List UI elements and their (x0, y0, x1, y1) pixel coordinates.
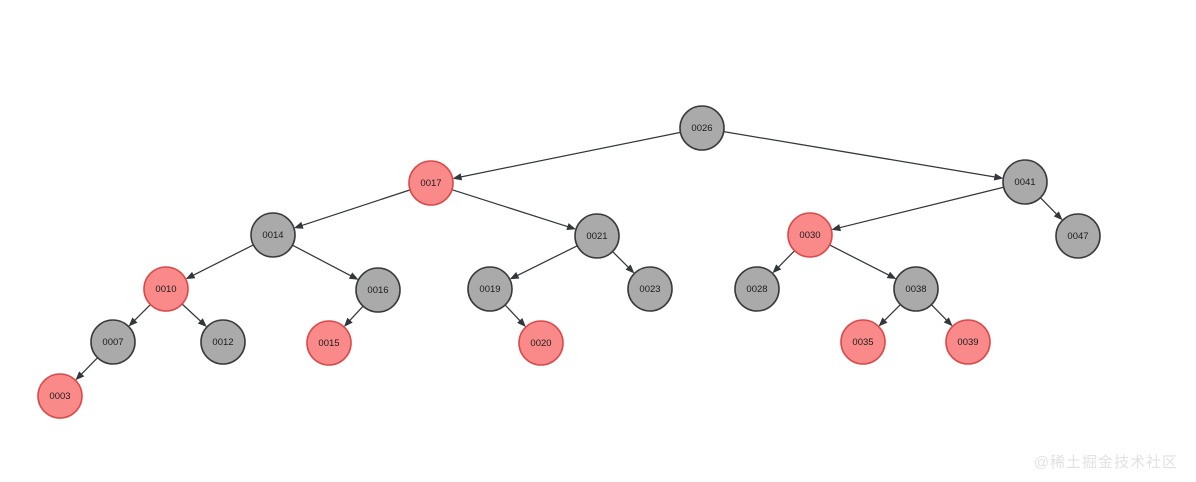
edge-arrowhead (185, 271, 196, 280)
edge-arrowhead (831, 224, 841, 232)
edges-layer (75, 131, 1063, 381)
tree-edge (451, 189, 570, 228)
tree-node[interactable]: 0026 (679, 105, 725, 151)
tree-edge (930, 304, 949, 322)
tree-node[interactable]: 0007 (90, 319, 136, 365)
tree-edge (181, 303, 203, 323)
tree-node[interactable]: 0010 (143, 266, 189, 312)
node-circle[interactable] (893, 266, 939, 312)
node-circle[interactable] (90, 319, 136, 365)
tree-node[interactable]: 0047 (1055, 213, 1101, 259)
tree-edge (776, 250, 796, 269)
tree-node[interactable]: 0041 (1002, 159, 1048, 205)
tree-edge (300, 189, 411, 227)
tree-node[interactable]: 0016 (355, 267, 401, 313)
tree-node[interactable]: 0039 (945, 319, 991, 365)
tree-node[interactable]: 0028 (734, 266, 780, 312)
tree-edge (133, 304, 151, 322)
edge-arrowhead (878, 317, 888, 327)
tree-node[interactable]: 0017 (408, 160, 454, 206)
node-circle[interactable] (200, 319, 246, 365)
edge-arrowhead (886, 271, 897, 280)
tree-edge (459, 131, 681, 178)
tree-node[interactable]: 0014 (250, 212, 296, 258)
watermark-text: @稀土掘金技术社区 (1033, 454, 1178, 471)
tree-edge (838, 186, 1004, 229)
tree-edge (504, 304, 522, 323)
tree-node[interactable]: 0003 (37, 373, 83, 419)
edge-arrowhead (348, 272, 359, 280)
node-circle[interactable] (355, 267, 401, 313)
node-circle[interactable] (408, 160, 454, 206)
tree-node[interactable]: 0015 (306, 320, 352, 366)
edge-arrowhead (993, 173, 1004, 181)
tree-node[interactable]: 0012 (200, 319, 246, 365)
node-circle[interactable] (787, 212, 833, 258)
node-circle[interactable] (306, 320, 352, 366)
tree-edge (883, 304, 901, 322)
tree-node[interactable]: 0021 (574, 213, 620, 259)
tree-edge (829, 244, 891, 277)
edge-arrowhead (517, 317, 526, 328)
edge-arrowhead (128, 317, 138, 327)
edge-arrowhead (772, 264, 782, 274)
tree-node[interactable]: 0038 (893, 266, 939, 312)
edge-arrowhead (197, 318, 207, 328)
edge-arrowhead (452, 173, 463, 181)
node-circle[interactable] (1002, 159, 1048, 205)
tree-node[interactable]: 0019 (467, 266, 513, 312)
tree-edge (1039, 197, 1059, 216)
tree-node[interactable]: 0023 (627, 266, 673, 312)
edge-arrowhead (509, 272, 520, 280)
edge-arrowhead (625, 264, 635, 274)
node-circle[interactable] (518, 320, 564, 366)
edge-arrowhead (343, 317, 353, 327)
tree-edge (515, 245, 578, 277)
tree-edge (612, 251, 630, 269)
edge-arrowhead (75, 371, 85, 381)
tree-node[interactable]: 0035 (840, 319, 886, 365)
tree-edge (79, 357, 99, 376)
node-circle[interactable] (574, 213, 620, 259)
tree-edge (191, 244, 254, 277)
node-circle[interactable] (945, 319, 991, 365)
tree-edge (723, 131, 997, 178)
node-circle[interactable] (467, 266, 513, 312)
edge-arrowhead (293, 221, 304, 229)
edge-arrowhead (1053, 211, 1063, 221)
node-circle[interactable] (627, 266, 673, 312)
nodes-layer: 0026 0017 0041 0014 0021 0030 0047 0010 0016 0019… (37, 105, 1101, 419)
node-circle[interactable] (1055, 213, 1101, 259)
tree-node[interactable]: 0020 (518, 320, 564, 366)
edge-arrowhead (943, 317, 953, 327)
tree-node[interactable]: 0030 (787, 212, 833, 258)
tree-edge (348, 305, 364, 323)
node-circle[interactable] (37, 373, 83, 419)
tree-edge (292, 244, 353, 278)
node-circle[interactable] (250, 212, 296, 258)
edge-arrowhead (566, 223, 577, 231)
node-circle[interactable] (143, 266, 189, 312)
node-circle[interactable] (679, 105, 725, 151)
node-circle[interactable] (840, 319, 886, 365)
node-circle[interactable] (734, 266, 780, 312)
